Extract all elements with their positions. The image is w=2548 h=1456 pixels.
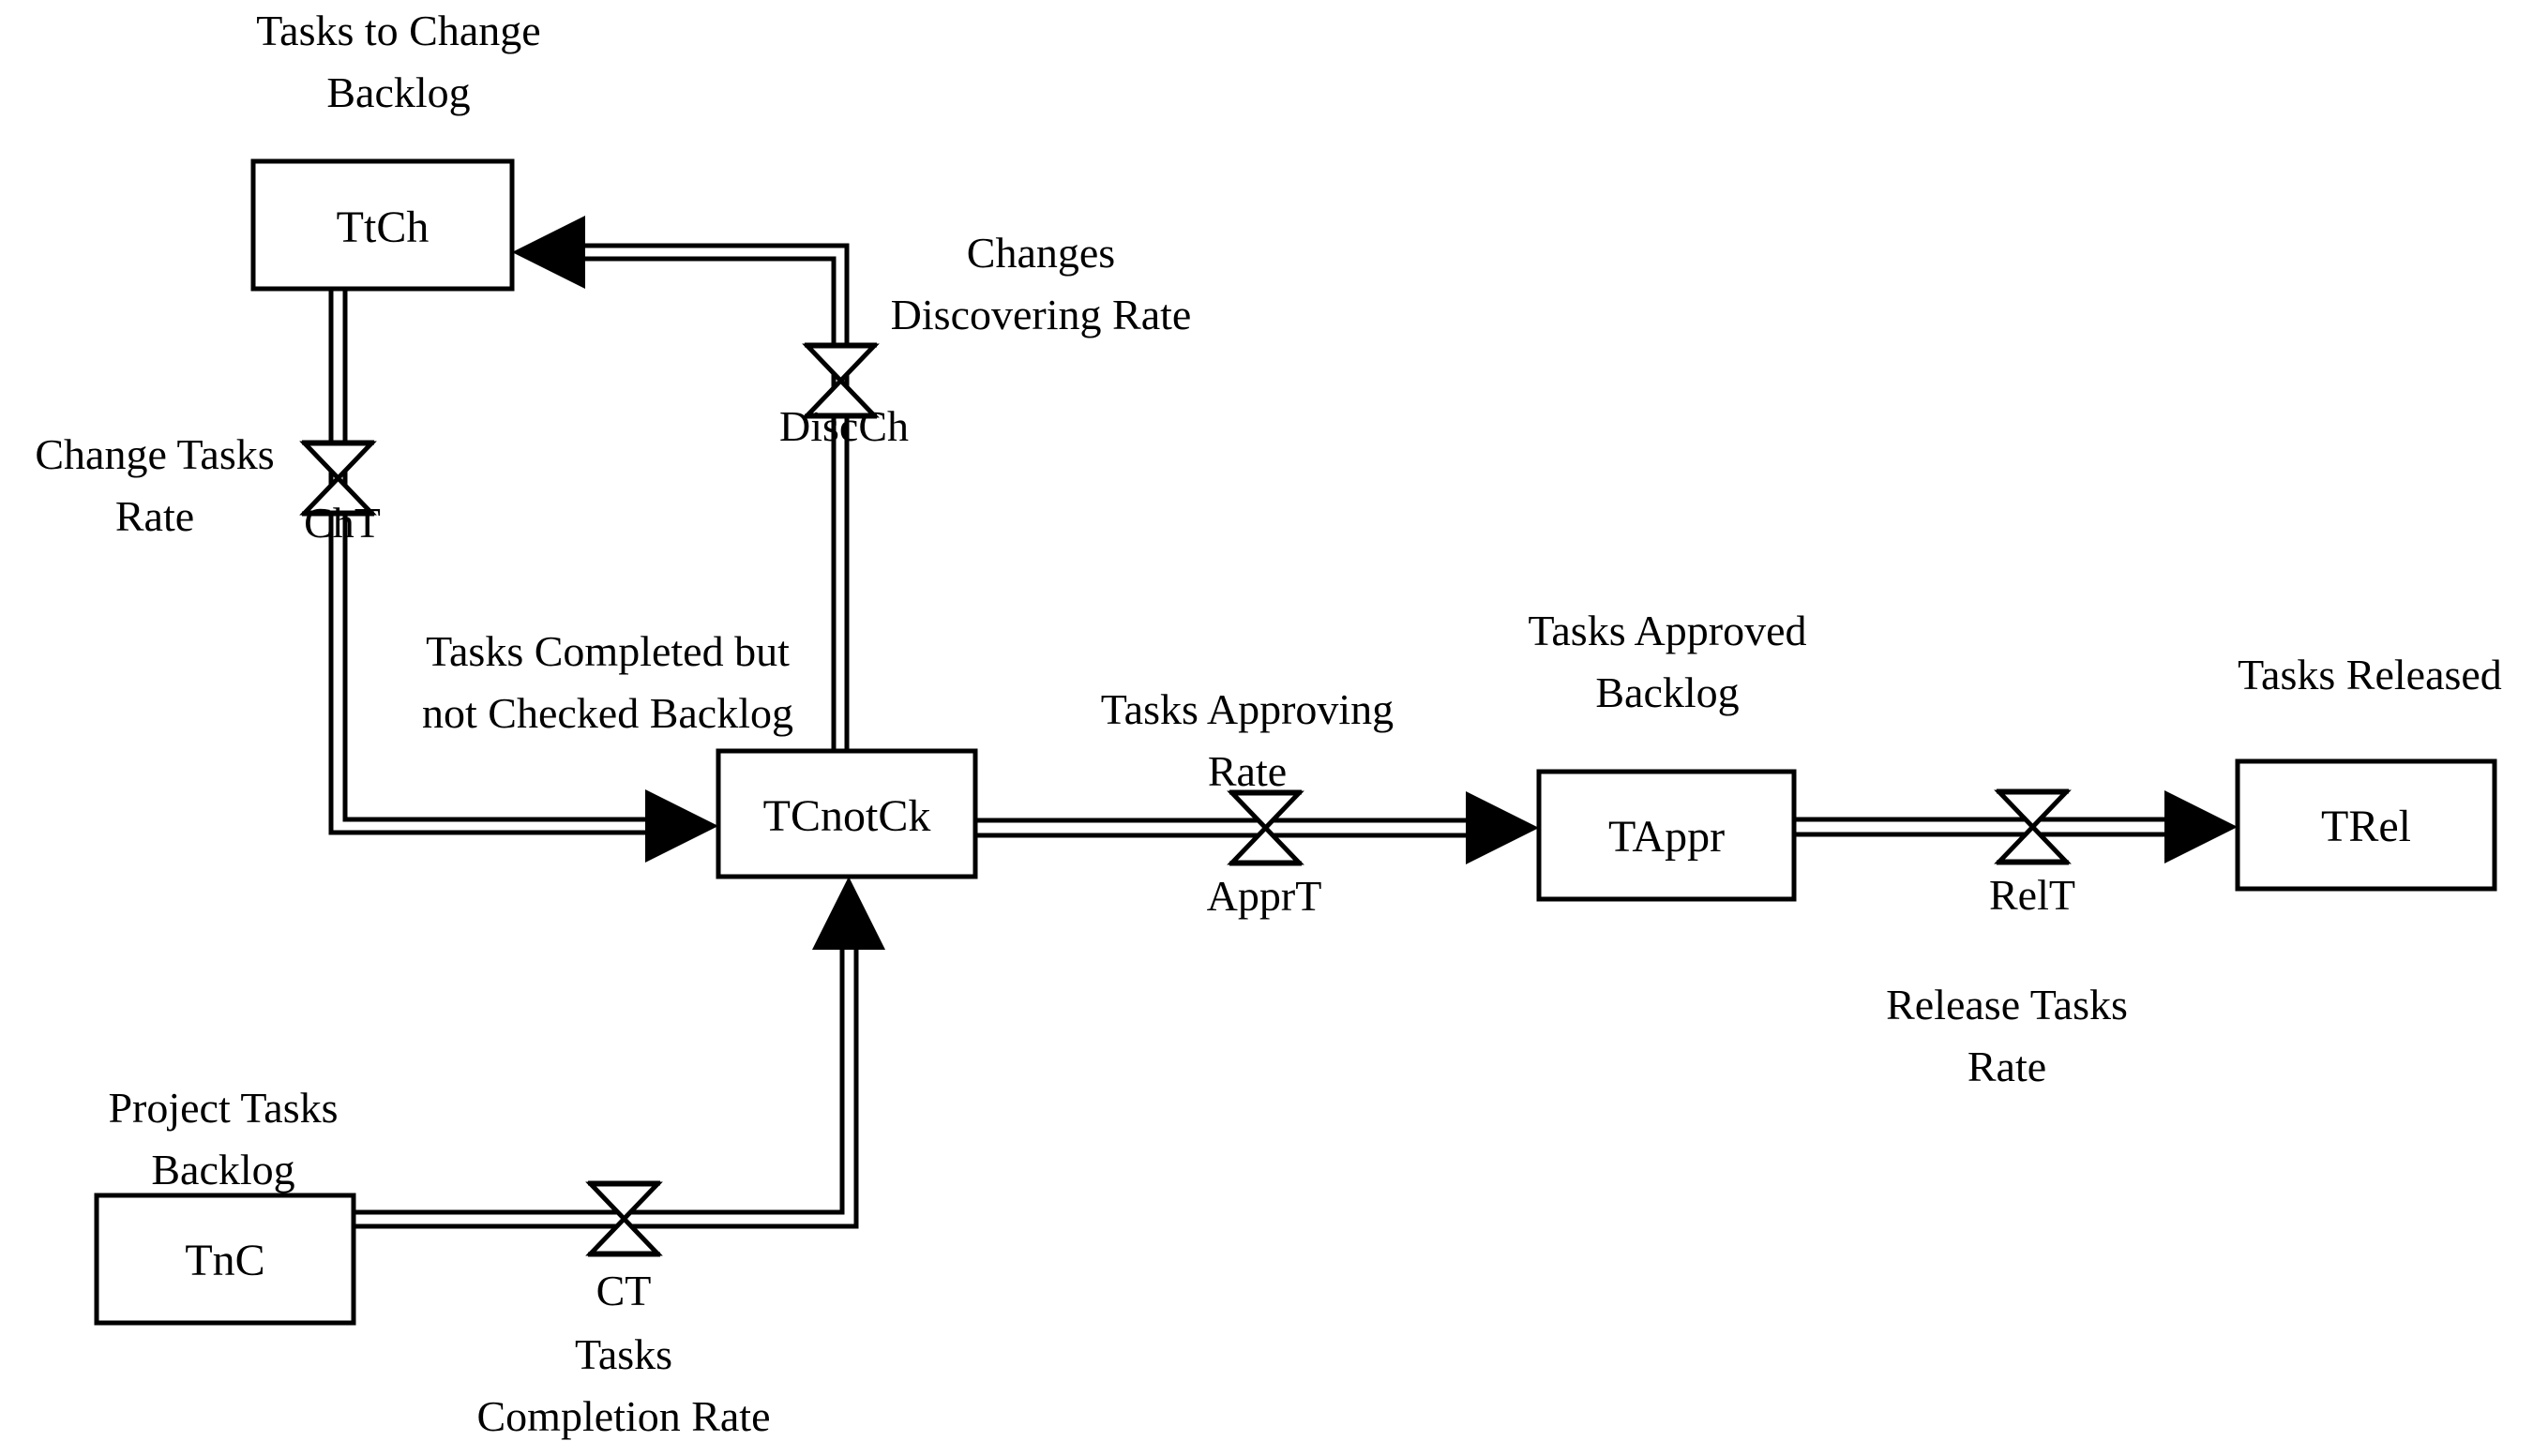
label-discch-name: Changes Discovering Rate bbox=[891, 229, 1192, 338]
label-relt-name: Release Tasks Rate bbox=[1886, 981, 2128, 1090]
label-discch-line1: Changes bbox=[967, 229, 1115, 277]
label-apprt-short: ApprT bbox=[1207, 872, 1322, 920]
flow-arrowhead-relt bbox=[2164, 790, 2238, 863]
flow-arrowhead-ct bbox=[812, 877, 885, 950]
label-tnc-line2: Backlog bbox=[151, 1146, 294, 1193]
flow-pipe-ct bbox=[354, 942, 859, 1229]
label-relt-line2: Rate bbox=[1968, 1043, 2046, 1090]
valve-cht-bowtie bbox=[299, 441, 377, 516]
flow-arrowhead-discch bbox=[512, 216, 585, 289]
stock-tnc-rect bbox=[94, 1193, 356, 1326]
label-tnc-name: Project Tasks Backlog bbox=[108, 1084, 338, 1193]
stock-trel[interactable]: TRel bbox=[2235, 758, 2497, 892]
stock-tappr-rect bbox=[1536, 769, 1797, 902]
label-ct-name: Tasks Completion Rate bbox=[476, 1330, 770, 1440]
valve-apprt-bowtie bbox=[1227, 790, 1304, 865]
stock-tappr-label: TAppr bbox=[1608, 812, 1725, 862]
label-discch-short: DiscCh bbox=[779, 402, 909, 450]
stock-tcnotck-label: TCnotCk bbox=[763, 791, 931, 841]
valve-cht[interactable] bbox=[299, 440, 377, 517]
valve-discch[interactable] bbox=[802, 342, 880, 419]
label-ct-line1: Tasks bbox=[575, 1330, 672, 1378]
stock-trel-label: TRel bbox=[2321, 802, 2411, 851]
label-ttch-name: Tasks to Change Backlog bbox=[256, 7, 540, 116]
label-tappr-line2: Backlog bbox=[1595, 668, 1739, 716]
stock-tnc[interactable]: TnC bbox=[94, 1193, 356, 1326]
stock-tnc-label: TnC bbox=[185, 1236, 264, 1285]
stock-tappr[interactable]: TAppr bbox=[1536, 769, 1797, 902]
stock-ttch[interactable]: TtCh bbox=[250, 158, 515, 292]
label-tappr-name: Tasks Approved Backlog bbox=[1528, 607, 1806, 716]
flow-pipe-ct-outer bbox=[354, 942, 845, 1215]
flow-pipe-discch-inner bbox=[574, 256, 837, 751]
flow-pipe-apprt bbox=[975, 818, 1477, 838]
valve-relt[interactable] bbox=[1994, 788, 2072, 865]
flow-pipe-discch-outer bbox=[574, 243, 850, 751]
label-trel-name: Tasks Released bbox=[2238, 651, 2502, 698]
label-ct-line2: Completion Rate bbox=[476, 1392, 770, 1440]
flow-pipe-ct-inner bbox=[354, 942, 859, 1229]
flow-arrowhead-cht bbox=[645, 789, 718, 863]
valve-discch-bowtie bbox=[802, 343, 880, 418]
stock-trel-rect bbox=[2235, 758, 2497, 892]
label-cht-line1: Change Tasks bbox=[35, 430, 274, 478]
label-apprt-line2: Rate bbox=[1208, 747, 1287, 795]
label-cht-line2: Rate bbox=[115, 492, 194, 540]
label-apprt-line1: Tasks Approving bbox=[1101, 685, 1394, 733]
label-ttch-line1: Tasks to Change bbox=[256, 7, 540, 54]
label-cht-name: Change Tasks Rate bbox=[35, 430, 274, 540]
stock-ttch-label: TtCh bbox=[337, 203, 430, 252]
label-relt-line1: Release Tasks bbox=[1886, 981, 2128, 1028]
label-relt-short: RelT bbox=[1989, 871, 2075, 919]
valve-apprt[interactable] bbox=[1227, 789, 1304, 866]
label-tappr-line1: Tasks Approved bbox=[1528, 607, 1806, 654]
label-ct-short: CT bbox=[596, 1267, 652, 1314]
flow-arrowhead-apprt bbox=[1466, 791, 1539, 864]
stock-tcnotck[interactable]: TCnotCk bbox=[716, 748, 978, 879]
label-discch-line2: Discovering Rate bbox=[891, 291, 1192, 338]
label-tcnotck-name: Tasks Completed but not Checked Backlog bbox=[422, 627, 793, 737]
flow-pipe-discch bbox=[574, 243, 850, 751]
flow-pipe-cht-outer bbox=[328, 289, 656, 835]
flow-pipe-cht bbox=[328, 289, 656, 835]
valve-ct[interactable] bbox=[585, 1180, 663, 1257]
label-tcnotck-line2: not Checked Backlog bbox=[422, 689, 793, 737]
stock-ttch-rect bbox=[250, 158, 515, 292]
label-cht-short: ChT bbox=[304, 499, 381, 547]
label-apprt-name: Tasks Approving Rate bbox=[1101, 685, 1394, 795]
flow-pipe-relt bbox=[1794, 817, 2176, 837]
valve-ct-bowtie bbox=[585, 1181, 663, 1256]
valve-relt-bowtie bbox=[1994, 789, 2072, 864]
label-tcnotck-line1: Tasks Completed but bbox=[426, 627, 790, 675]
label-ttch-line2: Backlog bbox=[326, 68, 470, 116]
flow-pipe-cht-inner bbox=[342, 289, 656, 822]
label-tnc-line1: Project Tasks bbox=[108, 1084, 338, 1132]
stock-tcnotck-rect bbox=[716, 748, 978, 879]
